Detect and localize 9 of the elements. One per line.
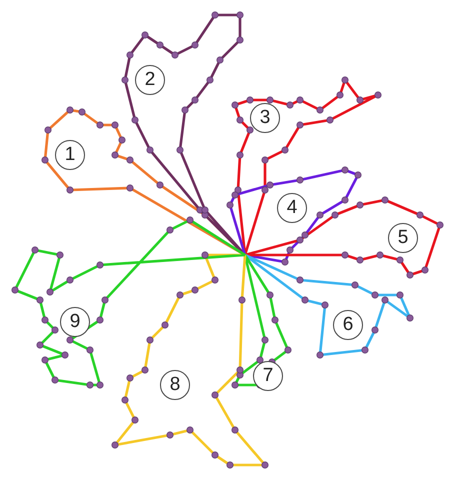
route-number: 9 xyxy=(60,307,90,337)
route-number: 7 xyxy=(253,361,283,391)
route-number: 1 xyxy=(55,140,85,170)
route-number: 5 xyxy=(388,223,418,253)
route-number: 3 xyxy=(250,103,280,133)
route-number: 4 xyxy=(277,193,307,223)
route-number: 8 xyxy=(160,370,190,400)
route-number: 2 xyxy=(135,65,165,95)
route-number: 6 xyxy=(333,310,363,340)
